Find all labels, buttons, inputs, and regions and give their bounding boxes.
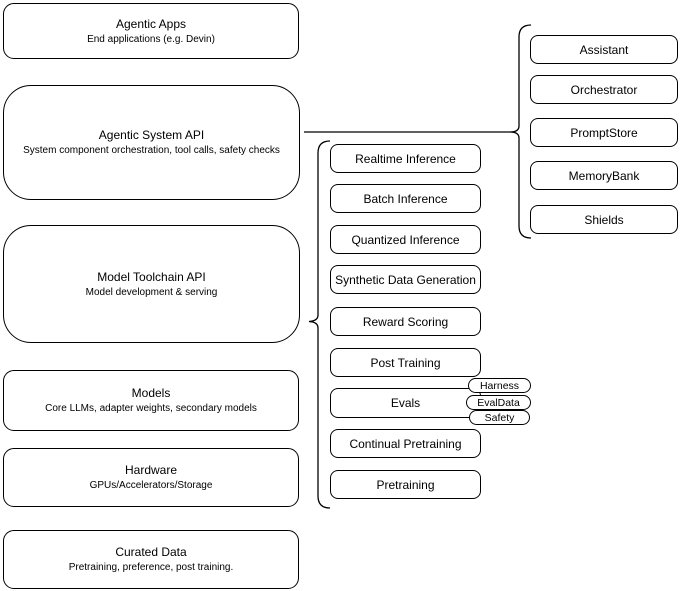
box-evals: Evals	[330, 388, 481, 418]
box-title: Agentic Apps	[115, 16, 187, 31]
box-orchestrator: Orchestrator	[530, 75, 678, 104]
box-agentic-apps: Agentic Apps End applications (e.g. Devi…	[3, 3, 299, 59]
box-curated-data: Curated Data Pretraining, preference, po…	[3, 530, 299, 589]
box-synthetic-data-generation: Synthetic Data Generation	[330, 265, 481, 294]
box-quantized-inference: Quantized Inference	[330, 225, 481, 254]
box-shields: Shields	[530, 205, 678, 234]
box-pretraining: Pretraining	[330, 470, 481, 499]
box-title: Hardware	[124, 463, 178, 477]
box-assistant: Assistant	[530, 35, 678, 64]
box-model-toolchain-api: Model Toolchain API Model development & …	[3, 225, 300, 343]
box-models: Models Core LLMs, adapter weights, secon…	[3, 370, 299, 431]
box-title: Model Toolchain API	[97, 269, 206, 284]
box-reward-scoring: Reward Scoring	[330, 307, 481, 336]
box-subtitle: Model development & serving	[85, 286, 218, 298]
box-subtitle: GPUs/Accelerators/Storage	[89, 480, 213, 491]
box-title: Curated Data	[115, 545, 187, 559]
brace-toolchain-components	[308, 140, 331, 509]
box-agentic-system-api: Agentic System API System component orch…	[3, 85, 300, 200]
box-title: Models	[131, 386, 171, 400]
box-memorybank: MemoryBank	[530, 161, 678, 190]
box-realtime-inference: Realtime Inference	[330, 144, 481, 173]
box-title: Agentic System API	[98, 128, 205, 142]
box-subtitle: System component orchestration, tool cal…	[23, 145, 280, 156]
box-hardware: Hardware GPUs/Accelerators/Storage	[3, 448, 299, 507]
box-batch-inference: Batch Inference	[330, 184, 481, 213]
pill-harness: Harness	[468, 378, 531, 393]
box-promptstore: PromptStore	[530, 118, 678, 147]
box-subtitle: End applications (e.g. Devin)	[87, 33, 215, 45]
box-post-training: Post Training	[330, 348, 481, 377]
pill-safety: Safety	[469, 410, 530, 425]
box-subtitle: Pretraining, preference, post training.	[68, 562, 234, 573]
box-continual-pretraining: Continual Pretraining	[330, 429, 481, 458]
pill-evaldata: EvalData	[466, 395, 531, 410]
box-subtitle: Core LLMs, adapter weights, secondary mo…	[45, 403, 257, 414]
brace-system-components	[509, 24, 532, 239]
